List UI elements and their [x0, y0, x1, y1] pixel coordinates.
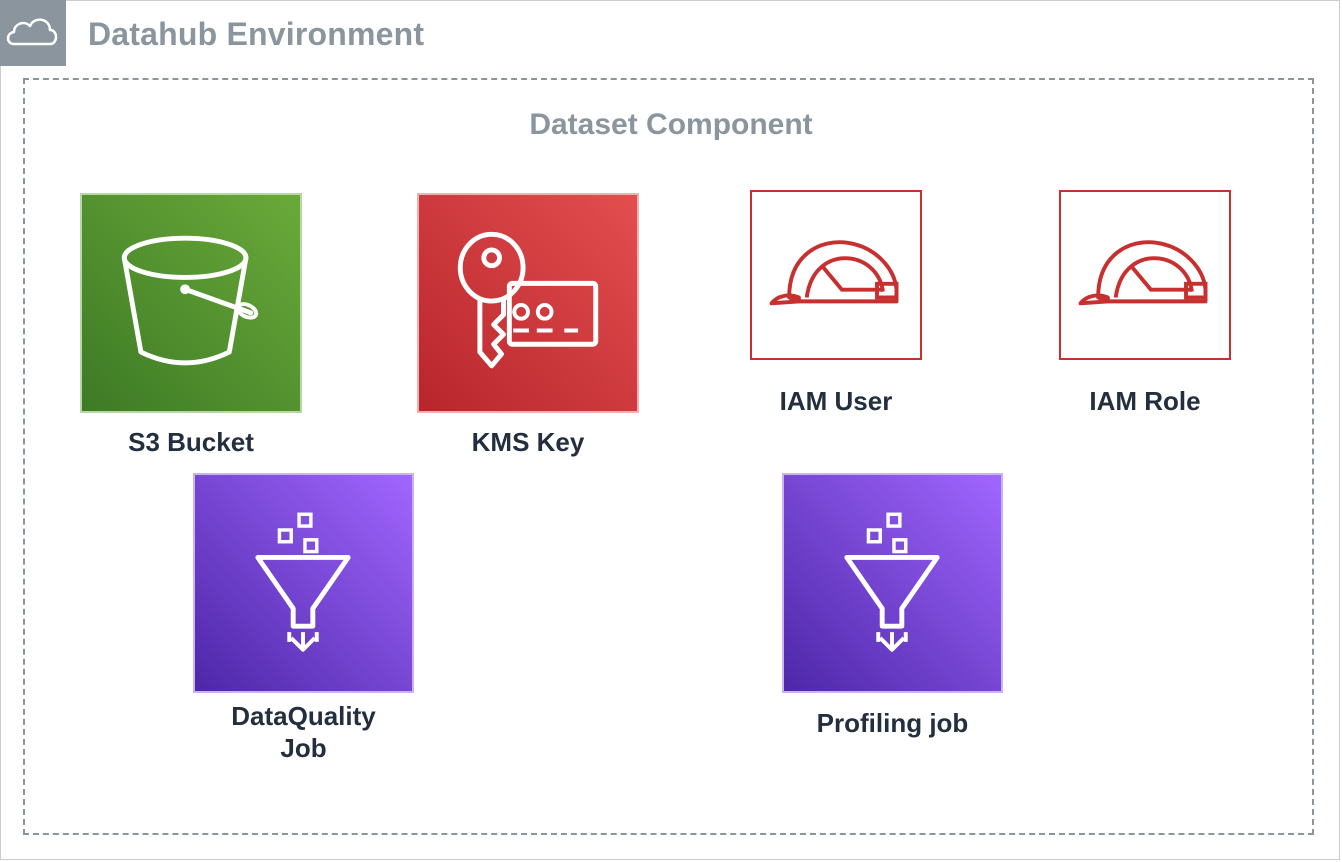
kms-key-icon	[457, 231, 599, 369]
iam-role-tile	[1059, 190, 1231, 360]
cloud-icon	[6, 18, 58, 46]
dataquality-job-label-line1: DataQuality	[231, 701, 376, 731]
iam-user-tile	[750, 190, 922, 360]
environment-tab	[0, 0, 66, 66]
iam-helmet-icon	[1078, 240, 1208, 306]
iam-user-label: IAM User	[779, 386, 893, 416]
dataset-component-title: Dataset Component	[529, 108, 813, 141]
dataquality-job-label-line2: Job	[280, 733, 327, 763]
kms-key-tile	[417, 193, 639, 413]
dataquality-job-tile	[193, 473, 414, 693]
iam-helmet-icon	[769, 240, 899, 306]
environment-title: Datahub Environment	[88, 16, 425, 52]
s3-bucket-label: S3 Bucket	[128, 427, 254, 457]
profiling-job-label: Profiling job	[816, 708, 969, 738]
profiling-job-tile	[782, 473, 1003, 693]
dataquality-job-label: DataQuality Job	[193, 700, 414, 764]
iam-role-label: IAM Role	[1089, 386, 1201, 416]
kms-key-label: KMS Key	[471, 427, 585, 457]
data-filter-funnel-icon	[844, 512, 940, 652]
s3-bucket-tile	[80, 193, 302, 413]
s3-bucket-icon	[121, 235, 259, 366]
data-filter-funnel-icon	[255, 512, 351, 652]
dataset-component-group	[23, 78, 1314, 835]
